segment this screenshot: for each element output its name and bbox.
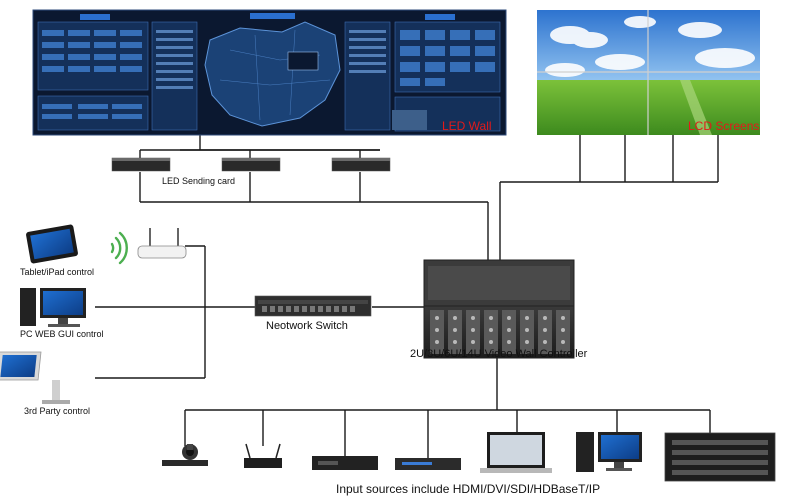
dvd-player-icon: [395, 458, 461, 470]
led-sending-card-1: [111, 157, 171, 172]
laptop-icon: [480, 432, 552, 473]
led-wall-label: LED Wall: [442, 119, 492, 133]
network-switch: [254, 295, 372, 317]
led-wall: [32, 9, 507, 136]
pc-icon: [20, 288, 86, 327]
led-sending-card-label: LED Sending card: [162, 176, 236, 186]
led-sending-card-2: [221, 157, 281, 172]
set-top-box-icon: [312, 456, 378, 470]
network-switch-label: Neotwork Switch: [266, 320, 348, 332]
controller-label: 2U/3U/6U/14U Video Wall Controller: [410, 348, 588, 360]
lcd-wall-label: LCD Screens: [688, 119, 760, 133]
third-party-control-label: 3rd Party control: [24, 406, 91, 416]
desktop-pc-icon: [576, 432, 642, 472]
tablet-icon: [26, 224, 78, 264]
connection-lines: [95, 135, 719, 458]
wifi-icon: [110, 231, 128, 265]
lcd-wall: [537, 10, 760, 135]
pc-control-label: PC WEB GUI control: [20, 329, 104, 339]
led-sending-card-3: [331, 157, 391, 172]
router-icon: [137, 228, 187, 259]
kiosk-icon: [0, 351, 70, 404]
conference-camera-icon: [162, 444, 208, 466]
input-sources-label: Input sources include HDMI/DVI/SDI/HDBas…: [336, 482, 601, 496]
video-wall-controller: [423, 259, 575, 359]
media-box-icon: [244, 443, 282, 468]
tablet-control-label: Tablet/iPad control: [20, 267, 95, 277]
server-rack-icon: [664, 432, 776, 482]
